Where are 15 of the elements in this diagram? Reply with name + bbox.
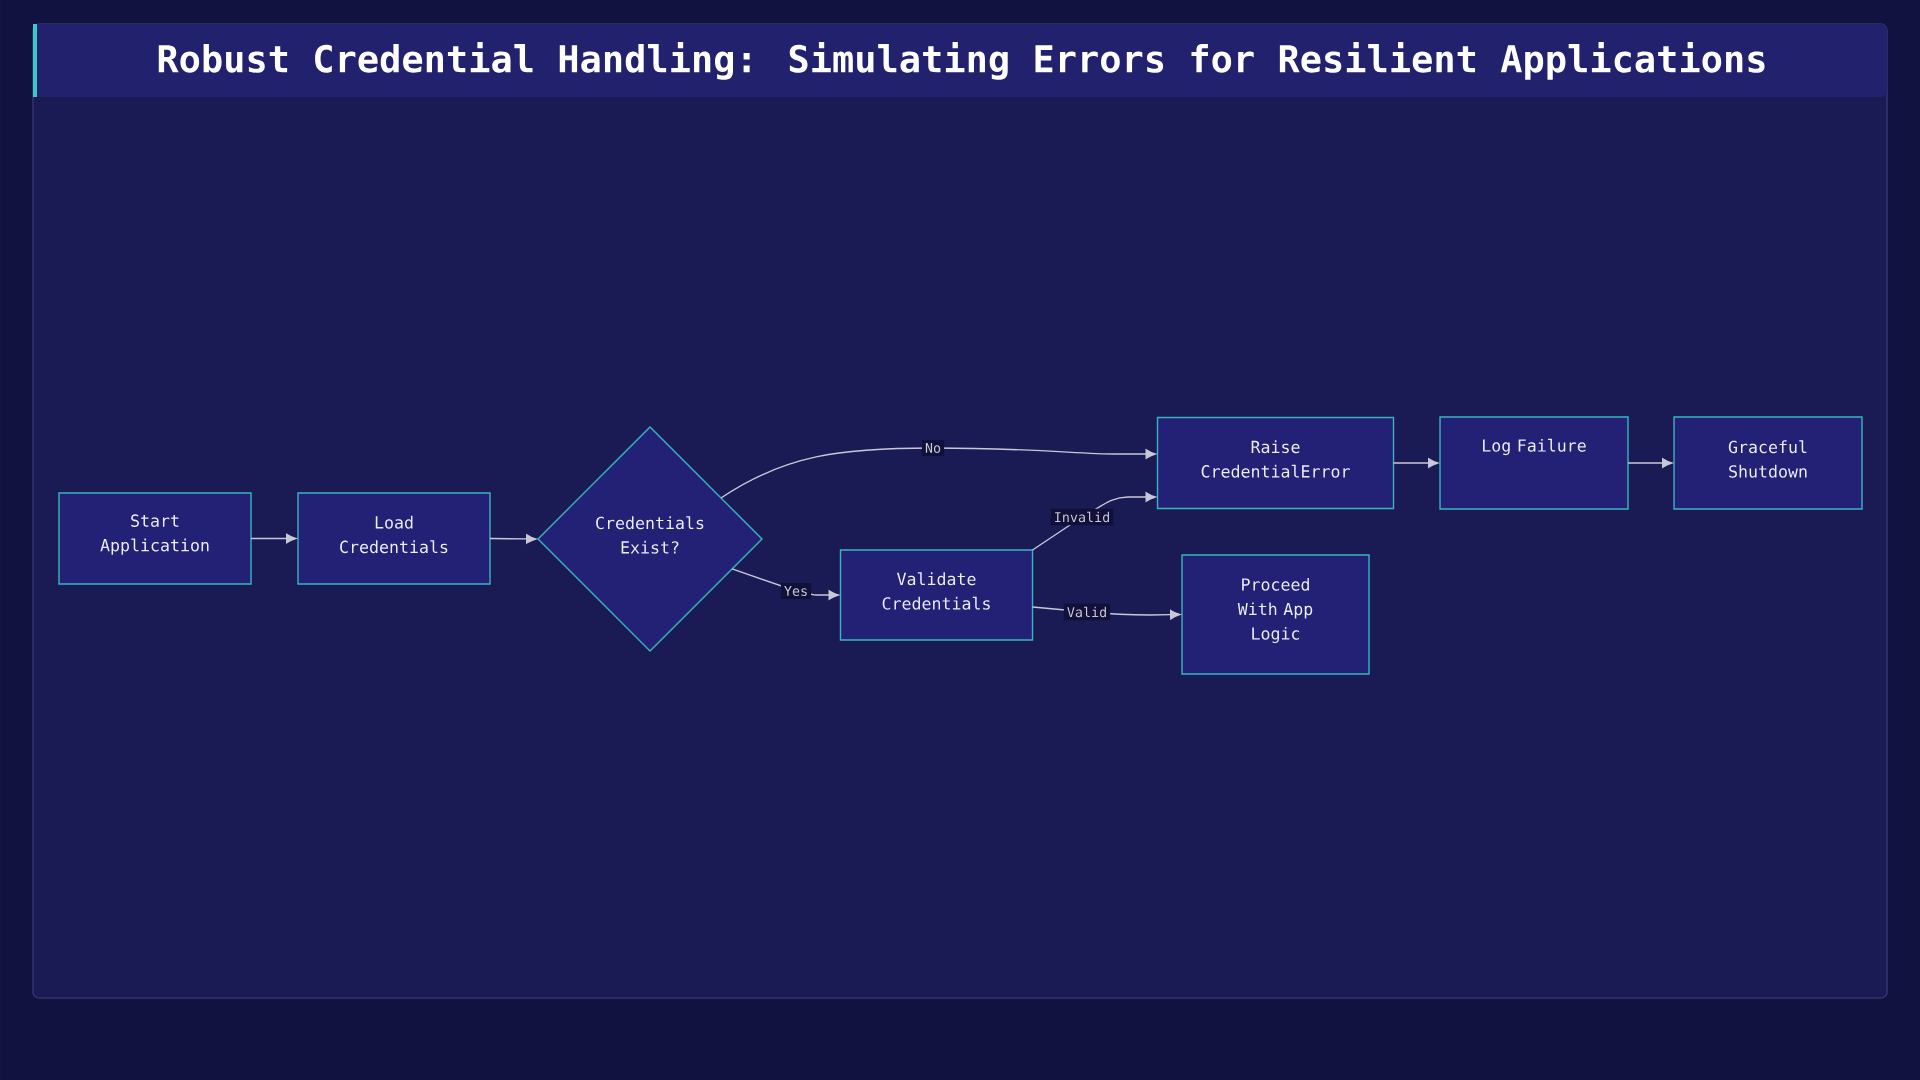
arrow (489, 534, 537, 544)
process-box: Raise CredentialError (1156, 416, 1395, 510)
process-box: Load Credentials (297, 492, 491, 585)
process-box: Validate Credentials (839, 549, 1034, 641)
arrow (250, 533, 297, 544)
arrow (1627, 458, 1673, 468)
edge-label: No (921, 440, 945, 456)
title: Robust Credential Handling: Simulating Errors for Resilient Applications (158, 42, 1765, 80)
process-box: Log Failure (1439, 416, 1629, 510)
edge-label: Yes (780, 583, 812, 599)
process-box: Graceful Shutdown (1673, 416, 1863, 510)
arrow (1392, 458, 1439, 468)
arrow (720, 447, 1156, 499)
process-box: Start Application (58, 492, 252, 585)
process-box: Proceed With App Logic (1181, 554, 1370, 675)
